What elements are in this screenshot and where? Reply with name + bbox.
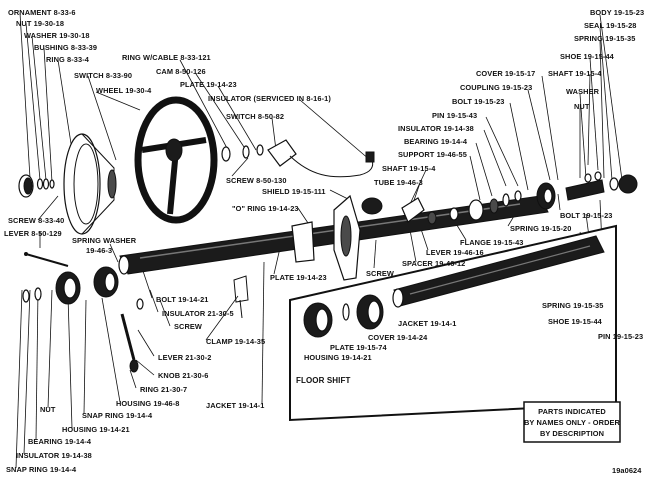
column-clamp xyxy=(233,275,249,319)
label-plate-top: PLATE 19-14-23 xyxy=(180,80,237,89)
label-o-ring: "O" RING 19-14-23 xyxy=(232,204,299,213)
label-plate-mid: PLATE 19-14-23 xyxy=(270,273,327,282)
label-cover: COVER 19-15-17 xyxy=(476,69,535,78)
shield-plate xyxy=(291,194,383,281)
label-coupling: COUPLING 19-15-23 xyxy=(460,83,532,92)
note-line-3: BY DESCRIPTION xyxy=(540,429,604,438)
label-lever-mid: LEVER 19-46-16 xyxy=(426,248,484,257)
label-spring-r2: SPRING 19-15-20 xyxy=(510,224,571,233)
label-body: BODY 19-15-23 xyxy=(590,8,644,17)
signal-lever xyxy=(24,252,69,267)
label-spring-washer-num: 19-46-3 xyxy=(86,246,112,255)
label-cover-inset: COVER 19-14-24 xyxy=(368,333,428,342)
label-jacket-inset: JACKET 19-14-1 xyxy=(398,319,457,328)
ornament-part xyxy=(18,174,34,198)
label-ring: RING 8-33-4 xyxy=(46,55,90,64)
label-plate-inset: PLATE 19-15-74 xyxy=(330,343,388,352)
label-pin-r3: PIN 19-15-23 xyxy=(598,332,643,341)
part-labels: ORNAMENT 8-33-6 NUT 19-30-18 WASHER 19-3… xyxy=(4,8,644,475)
contact-plate xyxy=(221,144,264,162)
label-spring-r3: SPRING 19-15-35 xyxy=(542,301,603,310)
shift-lever xyxy=(120,298,144,373)
label-insulator-serviced: INSULATOR (SERVICED IN 8-16-1) xyxy=(208,94,331,103)
label-bushing: BUSHING 8-33-39 xyxy=(34,43,97,52)
label-lever-shift: LEVER 21-30-2 xyxy=(158,353,211,362)
label-shield: SHIELD 19-15-111 xyxy=(262,187,326,196)
label-clamp: CLAMP 19-14-35 xyxy=(206,337,265,346)
coupling-cover xyxy=(536,182,556,210)
label-housing-low: HOUSING 19-14-21 xyxy=(62,425,130,434)
label-bolt-mid: BOLT 19-15-23 xyxy=(452,97,505,106)
label-screw-left: SCREW 8-33-40 xyxy=(8,216,64,225)
label-screw-mid: SCREW 8-50-130 xyxy=(226,176,287,185)
label-tube: TUBE 19-46-3 xyxy=(374,178,423,187)
label-insulator-left: INSULATOR 21-30-5 xyxy=(162,309,234,318)
label-washer-r: WASHER xyxy=(566,87,600,96)
label-spring-washer: SPRING WASHER xyxy=(72,236,137,245)
label-insulator-low: INSULATOR 19-14-38 xyxy=(16,451,92,460)
label-shaft-r: SHAFT 19-15-4 xyxy=(548,69,602,78)
label-shaft-mid: SHAFT 19-15-4 xyxy=(382,164,436,173)
label-shoe-r3: SHOE 19-15-44 xyxy=(548,317,603,326)
parts-note-box xyxy=(523,401,621,443)
label-bearing-mid: BEARING 19-14-4 xyxy=(404,137,468,146)
label-washer-top: WASHER 19-30-18 xyxy=(24,31,90,40)
figure-code: 19a0624 xyxy=(612,466,642,475)
label-insulator-mid: INSULATOR 19-14-38 xyxy=(398,124,474,133)
floor-shift-inset xyxy=(289,224,617,422)
label-housing-shift: HOUSING 19-46-8 xyxy=(116,399,180,408)
label-pin-mid: PIN 19-15-43 xyxy=(432,111,477,120)
label-lever-left: LEVER 8-50-129 xyxy=(4,229,62,238)
label-flange: FLANGE 19-15-43 xyxy=(460,238,524,247)
label-cam: CAM 8-50-126 xyxy=(156,67,206,76)
label-screw-left2: SCREW xyxy=(174,322,202,331)
label-bolt-r: BOLT 19-15-23 xyxy=(560,211,613,220)
label-nut-r: NUT xyxy=(574,102,590,111)
label-seal: SEAL 19-15-28 xyxy=(584,21,637,30)
label-floor-shift: FLOOR SHIFT xyxy=(296,376,350,385)
steering-wheel xyxy=(134,96,218,224)
label-shoe-r1: SHOE 19-15-44 xyxy=(560,52,615,61)
label-wheel: WHEEL 19-30-4 xyxy=(96,86,152,95)
label-ring-shift: RING 21-30-7 xyxy=(140,385,187,394)
turn-signal-switch xyxy=(267,139,375,178)
label-nut-top: NUT 19-30-18 xyxy=(16,19,64,28)
label-knob: KNOB 21-30-6 xyxy=(158,371,209,380)
label-support: SUPPORT 19-46-55 xyxy=(398,150,467,159)
label-bolt-left: BOLT 19-14-21 xyxy=(156,295,209,304)
label-switch-horn: SWITCH 8-33-90 xyxy=(74,71,132,80)
support-assembly xyxy=(401,190,522,225)
label-spring-r1: SPRING 19-15-35 xyxy=(574,34,635,43)
label-ornament: ORNAMENT 8-33-6 xyxy=(8,8,76,17)
label-snap-ring-low: SNAP RING 19-14-4 xyxy=(6,465,77,474)
note-line-2: BY NAMES ONLY - ORDER xyxy=(524,418,621,427)
leader-lines xyxy=(15,12,623,469)
label-ring-cable: RING W/CABLE 8-33-121 xyxy=(122,53,211,62)
label-jacket-low: JACKET 19-14-1 xyxy=(206,401,265,410)
note-line-1: PARTS INDICATED xyxy=(538,407,606,416)
label-screw-center: SCREW xyxy=(366,269,394,278)
horn-switch-dish xyxy=(63,133,117,235)
lower-housing-group xyxy=(22,266,119,305)
label-bearing-low: BEARING 19-14-4 xyxy=(28,437,92,446)
nut-washer-small-parts xyxy=(36,178,55,190)
label-switch-signal: SWITCH 8-50-82 xyxy=(226,112,284,121)
label-nut-low: NUT xyxy=(40,405,56,414)
label-snap-ring-mid: SNAP RING 19-14-4 xyxy=(82,411,153,420)
label-housing-inset: HOUSING 19-14-21 xyxy=(304,353,372,362)
shaft-end-parts xyxy=(565,171,638,201)
label-spacer: SPACER 19-46-12 xyxy=(402,259,465,268)
